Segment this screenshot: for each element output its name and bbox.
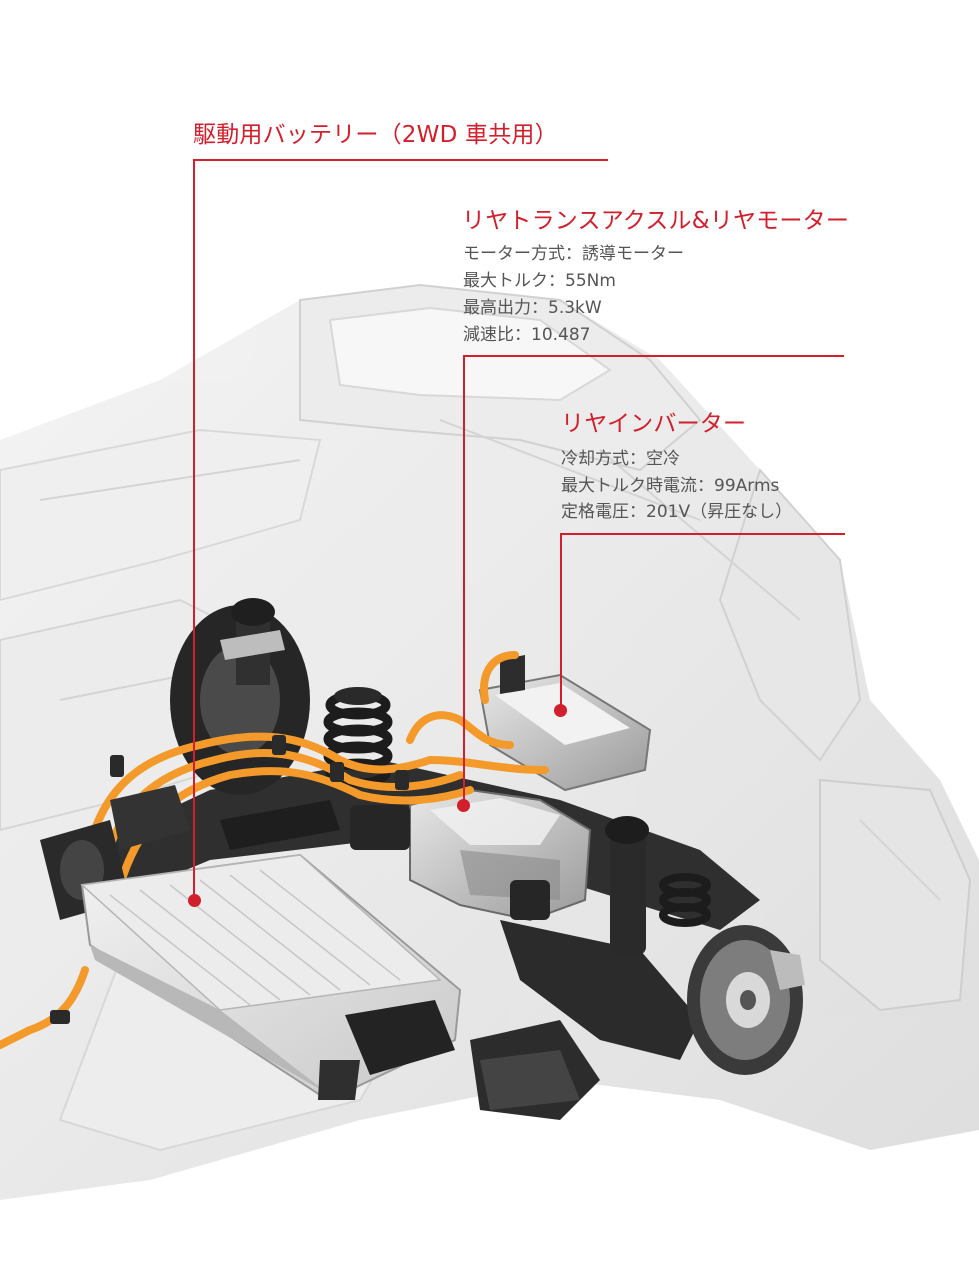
inverter-marker-dot: [554, 704, 567, 717]
transaxle-spec-max-torque: 最大トルク：55Nm: [463, 271, 616, 291]
transaxle-spec-reduction-ratio: 減速比：10.487: [463, 325, 591, 345]
right-wheel-hub: [605, 816, 805, 1075]
battery-leader-v: [193, 159, 195, 899]
transaxle-leader-h: [463, 355, 844, 357]
battery-marker-dot: [188, 894, 201, 907]
transaxle-spec-max-power: 最高出力：5.3kW: [463, 298, 602, 318]
transaxle-callout-title: リヤトランスアクスル&リヤモーター: [462, 208, 850, 234]
inverter-leader-h: [560, 533, 845, 535]
transaxle-spec-motor-type: モーター方式：誘導モーター: [463, 244, 684, 264]
transaxle-leader-v: [463, 355, 465, 805]
inverter-spec-voltage: 定格電圧：201V（昇圧なし）: [561, 502, 793, 522]
traction-battery: [80, 853, 462, 1100]
inverter-spec-current: 最大トルク時電流：99Arms: [561, 476, 780, 496]
battery-leader-h: [193, 159, 608, 161]
inverter-callout-title: リヤインバーター: [561, 411, 747, 437]
battery-callout-title: 駆動用バッテリー（2WD 車共用）: [193, 122, 558, 148]
inverter-leader-v: [560, 533, 562, 708]
transaxle-marker-dot: [457, 799, 470, 812]
inverter-spec-cooling: 冷却方式：空冷: [561, 449, 680, 469]
rear-motor-transaxle: [350, 788, 592, 922]
